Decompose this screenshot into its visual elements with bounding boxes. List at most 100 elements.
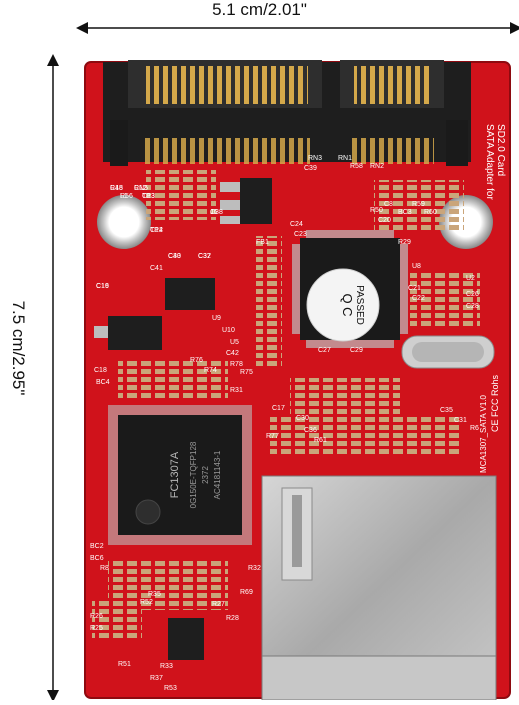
part-label: C16 <box>96 283 109 290</box>
part-label: C17 <box>272 405 285 412</box>
qc-sticker-bottom-text: PASSED <box>354 285 365 325</box>
part-label: R28 <box>226 615 239 622</box>
part-label: C27 <box>318 347 331 354</box>
part-label: L1 <box>120 193 128 200</box>
part-label: U2 <box>466 275 475 282</box>
part-label: BC2 <box>90 543 104 550</box>
part-label: C36 <box>304 427 317 434</box>
part-label: C30 <box>296 415 309 422</box>
part-label: R53 <box>164 685 177 692</box>
part-label: C20 <box>378 217 391 224</box>
part-label: C32 <box>198 253 211 260</box>
qc-passed-sticker: Q C PASSED <box>306 268 380 342</box>
part-label: C28 <box>466 303 479 310</box>
part-label: C19 <box>96 283 109 290</box>
part-label: R69 <box>240 589 253 596</box>
part-label: R51 <box>118 661 131 668</box>
crystal-oscillator <box>401 335 495 369</box>
part-label: C37 <box>198 253 211 260</box>
height-label: 7.5 cm/2.95" <box>9 300 28 396</box>
part-label: U5 <box>230 339 239 346</box>
part-label: BC6 <box>90 555 104 562</box>
main-chip-sub3: AC4181143-1 <box>213 450 222 499</box>
part-label: U8 <box>412 263 421 270</box>
voltage-regulator <box>220 178 272 224</box>
part-label: C23 <box>294 231 307 238</box>
part-label: R25 <box>90 625 103 632</box>
part-label: R52 <box>140 599 153 606</box>
smd-cluster-middle <box>290 378 400 418</box>
part-label: C29 <box>350 347 363 354</box>
ic-u5 <box>108 316 162 350</box>
part-label: R37 <box>150 675 163 682</box>
part-label: R76 <box>190 357 203 364</box>
sd-card-slot <box>261 475 497 701</box>
part-label: C41 <box>150 265 163 272</box>
part-label: R31 <box>230 387 243 394</box>
part-label: C13 <box>142 193 155 200</box>
part-label: U10 <box>222 327 235 334</box>
part-label: C26 <box>466 291 479 298</box>
part-label: RN1 <box>338 155 352 162</box>
part-label: R48 <box>110 185 123 192</box>
part-label: C35 <box>440 407 453 414</box>
part-label: R59 <box>412 201 425 208</box>
part-label: R50 <box>370 207 383 214</box>
main-chip-sub2: 2372 <box>201 466 210 484</box>
part-label: R35 <box>148 591 161 598</box>
silkscreen-title-1: SATA Adapter for <box>484 124 495 200</box>
part-label: C24 <box>290 221 303 228</box>
part-label: BC4 <box>96 379 110 386</box>
part-label: R6 <box>470 425 479 432</box>
part-label: TP2 <box>150 227 163 234</box>
part-label: C14 <box>150 227 163 234</box>
silkscreen-cert: CE FCC Rohs <box>490 375 500 433</box>
smd-cluster-bottom <box>92 600 142 640</box>
part-label: C33 <box>168 253 181 260</box>
part-label: C18 <box>94 367 107 374</box>
part-label: R29 <box>398 239 411 246</box>
part-label: J6 <box>210 209 218 216</box>
part-label: R56 <box>120 193 133 200</box>
main-chip-label: FC1307A <box>169 451 181 498</box>
part-label: R75 <box>240 369 253 376</box>
main-controller-chip: FC1307A 0G150E-TQFP128 2372 AC4181143-1 <box>108 405 252 545</box>
part-label: RN3 <box>308 155 322 162</box>
part-label: C15 <box>110 185 123 192</box>
part-label: C8 <box>384 201 393 208</box>
part-label: R32 <box>248 565 261 572</box>
part-label: BC3 <box>398 209 412 216</box>
sata-connector <box>103 60 471 166</box>
part-label: R8 <box>100 565 109 572</box>
part-label: R77 <box>266 433 279 440</box>
part-label: C22 <box>412 295 425 302</box>
qc-sticker-top-text: Q C <box>340 293 355 316</box>
part-label: R74 <box>204 367 217 374</box>
part-label: C21 <box>408 285 421 292</box>
part-label: C39 <box>304 165 317 172</box>
part-label: C31 <box>454 417 467 424</box>
main-chip-sub1: 0G150E-TQFP128 <box>189 441 198 508</box>
part-label: R78 <box>230 361 243 368</box>
smd-resistor-array <box>256 236 282 366</box>
part-label: C12 <box>134 185 147 192</box>
part-label: C38 <box>210 209 223 216</box>
part-label: R61 <box>314 437 327 444</box>
part-label: RN2 <box>370 163 384 170</box>
width-label: 5.1 cm/2.01" <box>212 0 307 19</box>
smd-cluster-top-right <box>374 180 464 232</box>
part-label: U9 <box>212 315 221 322</box>
ic-u2 <box>168 618 204 660</box>
silkscreen-model: MCA1307_SATA V1.0 <box>479 394 488 473</box>
part-label: FB1 <box>256 239 269 246</box>
part-label: R33 <box>160 663 173 670</box>
part-label: R26 <box>90 613 103 620</box>
part-label: R27 <box>212 601 225 608</box>
smd-cluster-rn <box>270 416 460 456</box>
part-label: C40 <box>168 253 181 260</box>
part-label: RN5 <box>134 185 148 192</box>
part-label: TP3 <box>142 193 155 200</box>
